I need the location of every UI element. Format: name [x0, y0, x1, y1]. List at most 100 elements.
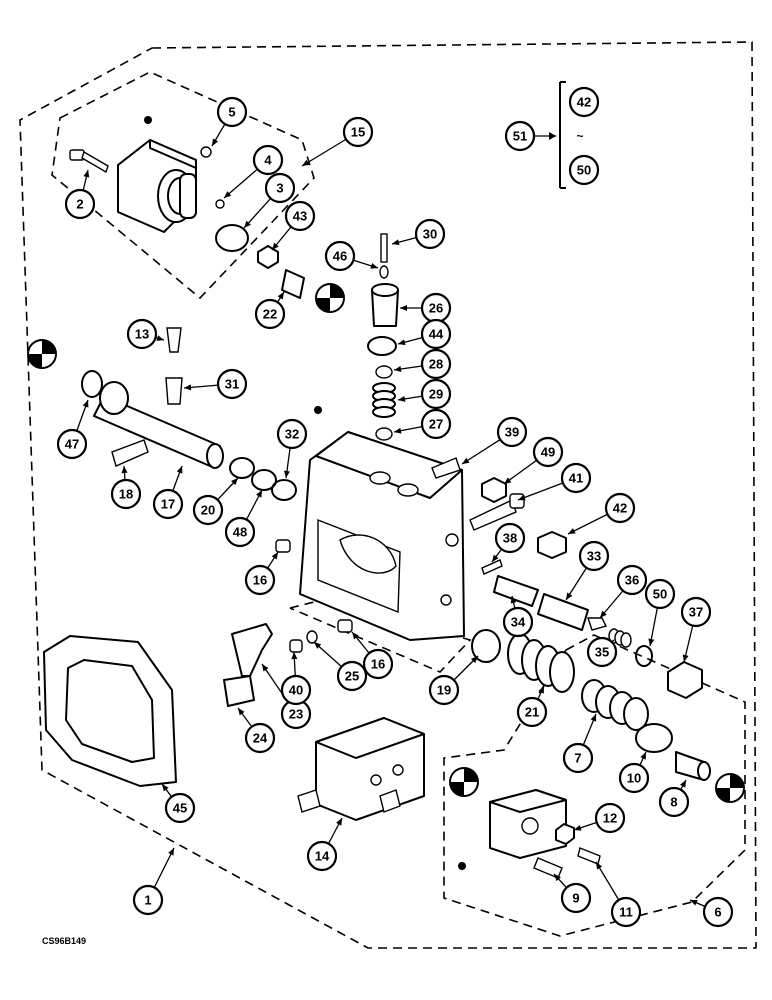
callout-25: 25 [336, 660, 368, 692]
callout-number: 43 [293, 209, 307, 224]
arrowhead-c5 [212, 138, 219, 146]
callout-number: 48 [233, 525, 247, 540]
arrowhead-c13 [156, 335, 164, 342]
arrowhead-c24 [238, 708, 245, 716]
callout-circle [56, 428, 88, 460]
arrowhead-c50 [648, 638, 655, 646]
callout-33: 33 [578, 540, 610, 572]
callout-number: 29 [429, 387, 443, 402]
callout-number: 42 [577, 95, 591, 110]
callout-12: 12 [594, 802, 626, 834]
ring-48 [251, 469, 277, 491]
callout-circle [420, 348, 452, 380]
callout-circle [280, 674, 312, 706]
arrowhead-c7 [590, 714, 597, 722]
callout-circle [152, 488, 184, 520]
oring-4 [215, 199, 225, 209]
seat-27 [375, 427, 393, 441]
plug-19 [471, 629, 501, 663]
callout-circle [680, 596, 712, 628]
callout-16: 16 [244, 564, 276, 596]
callout-circle [644, 578, 676, 610]
callout-number: 8 [670, 795, 677, 810]
callout-43: 43 [284, 200, 316, 232]
arrowhead-c17 [176, 466, 183, 474]
poppet-28 [375, 365, 393, 379]
callout-number: 36 [625, 573, 639, 588]
spool-33 [537, 593, 589, 631]
arrowhead-c19 [470, 656, 478, 664]
callout-45: 45 [164, 792, 196, 824]
ball-25 [306, 630, 318, 644]
callout-7: 7 [562, 742, 594, 774]
plug-37 [667, 661, 703, 699]
callout-number: 12 [603, 811, 617, 826]
callout-17: 17 [152, 488, 184, 520]
callout-number: 4 [264, 153, 272, 168]
callout-41: 41 [560, 462, 592, 494]
callout-50: 50 [568, 154, 600, 186]
arrowhead-c10 [640, 752, 646, 760]
callout-circle [216, 368, 248, 400]
sleeve-17 [93, 381, 224, 469]
callout-number: 13 [135, 327, 149, 342]
callout-37: 37 [680, 596, 712, 628]
callout-number: 21 [525, 705, 539, 720]
callout-39: 39 [496, 416, 528, 448]
callout-number: 6 [714, 905, 721, 920]
body-projection-line [289, 597, 472, 673]
callout-27: 27 [420, 408, 452, 440]
callout-circle [502, 606, 534, 638]
callout-number: 27 [429, 417, 443, 432]
callout-number: 15 [351, 125, 365, 140]
oring-44 [367, 336, 397, 356]
callout-3: 3 [264, 172, 296, 204]
callout-number: 45 [173, 801, 187, 816]
bolt-2 [69, 149, 109, 174]
arrowhead-c36 [600, 610, 607, 618]
callout-number: 32 [285, 427, 299, 442]
callout-circle [336, 660, 368, 692]
callout-number: 50 [577, 163, 591, 178]
callout-circle [264, 172, 296, 204]
callout-number: 3 [276, 181, 283, 196]
callout-circle [420, 318, 452, 350]
callout-number: 9 [572, 891, 579, 906]
callout-circle [254, 298, 286, 330]
ring-32 [271, 479, 297, 501]
callout-number: 10 [627, 771, 641, 786]
callout-circle [610, 896, 642, 928]
arrowhead-c43 [272, 242, 279, 250]
ball-46 [379, 265, 389, 279]
callout-circle [414, 218, 446, 250]
callout-48: 48 [224, 516, 256, 548]
callout-42: 42 [604, 492, 636, 524]
arrowhead-c31 [184, 384, 192, 391]
callout-2: 2 [64, 188, 96, 220]
callout-number: 47 [65, 437, 79, 452]
spool-34 [493, 575, 539, 607]
pin-38 [481, 559, 503, 575]
callout-number: 26 [429, 301, 443, 316]
callout-circle [110, 478, 142, 510]
callout-layer: 1234567891011121314151616171819202122232… [56, 86, 734, 928]
callout-circle [586, 636, 618, 668]
callout-circle [420, 408, 452, 440]
arrowhead-c30 [392, 239, 400, 246]
callout-9: 9 [560, 882, 592, 914]
assembly-boundary-main [19, 41, 757, 949]
callout-number: 23 [289, 707, 303, 722]
callout-number: 16 [253, 573, 267, 588]
arrowhead-c23 [262, 664, 269, 672]
callout-18: 18 [110, 478, 142, 510]
spring-29 [372, 382, 396, 418]
callout-number: 41 [569, 471, 583, 486]
callout-circle [64, 188, 96, 220]
arrowhead-c4 [224, 191, 232, 198]
arrowhead-c9 [554, 874, 561, 882]
kit-boundary-15 [51, 71, 315, 300]
callout-number: 38 [503, 531, 517, 546]
callout-20: 20 [192, 494, 224, 526]
oring-47 [81, 370, 103, 398]
